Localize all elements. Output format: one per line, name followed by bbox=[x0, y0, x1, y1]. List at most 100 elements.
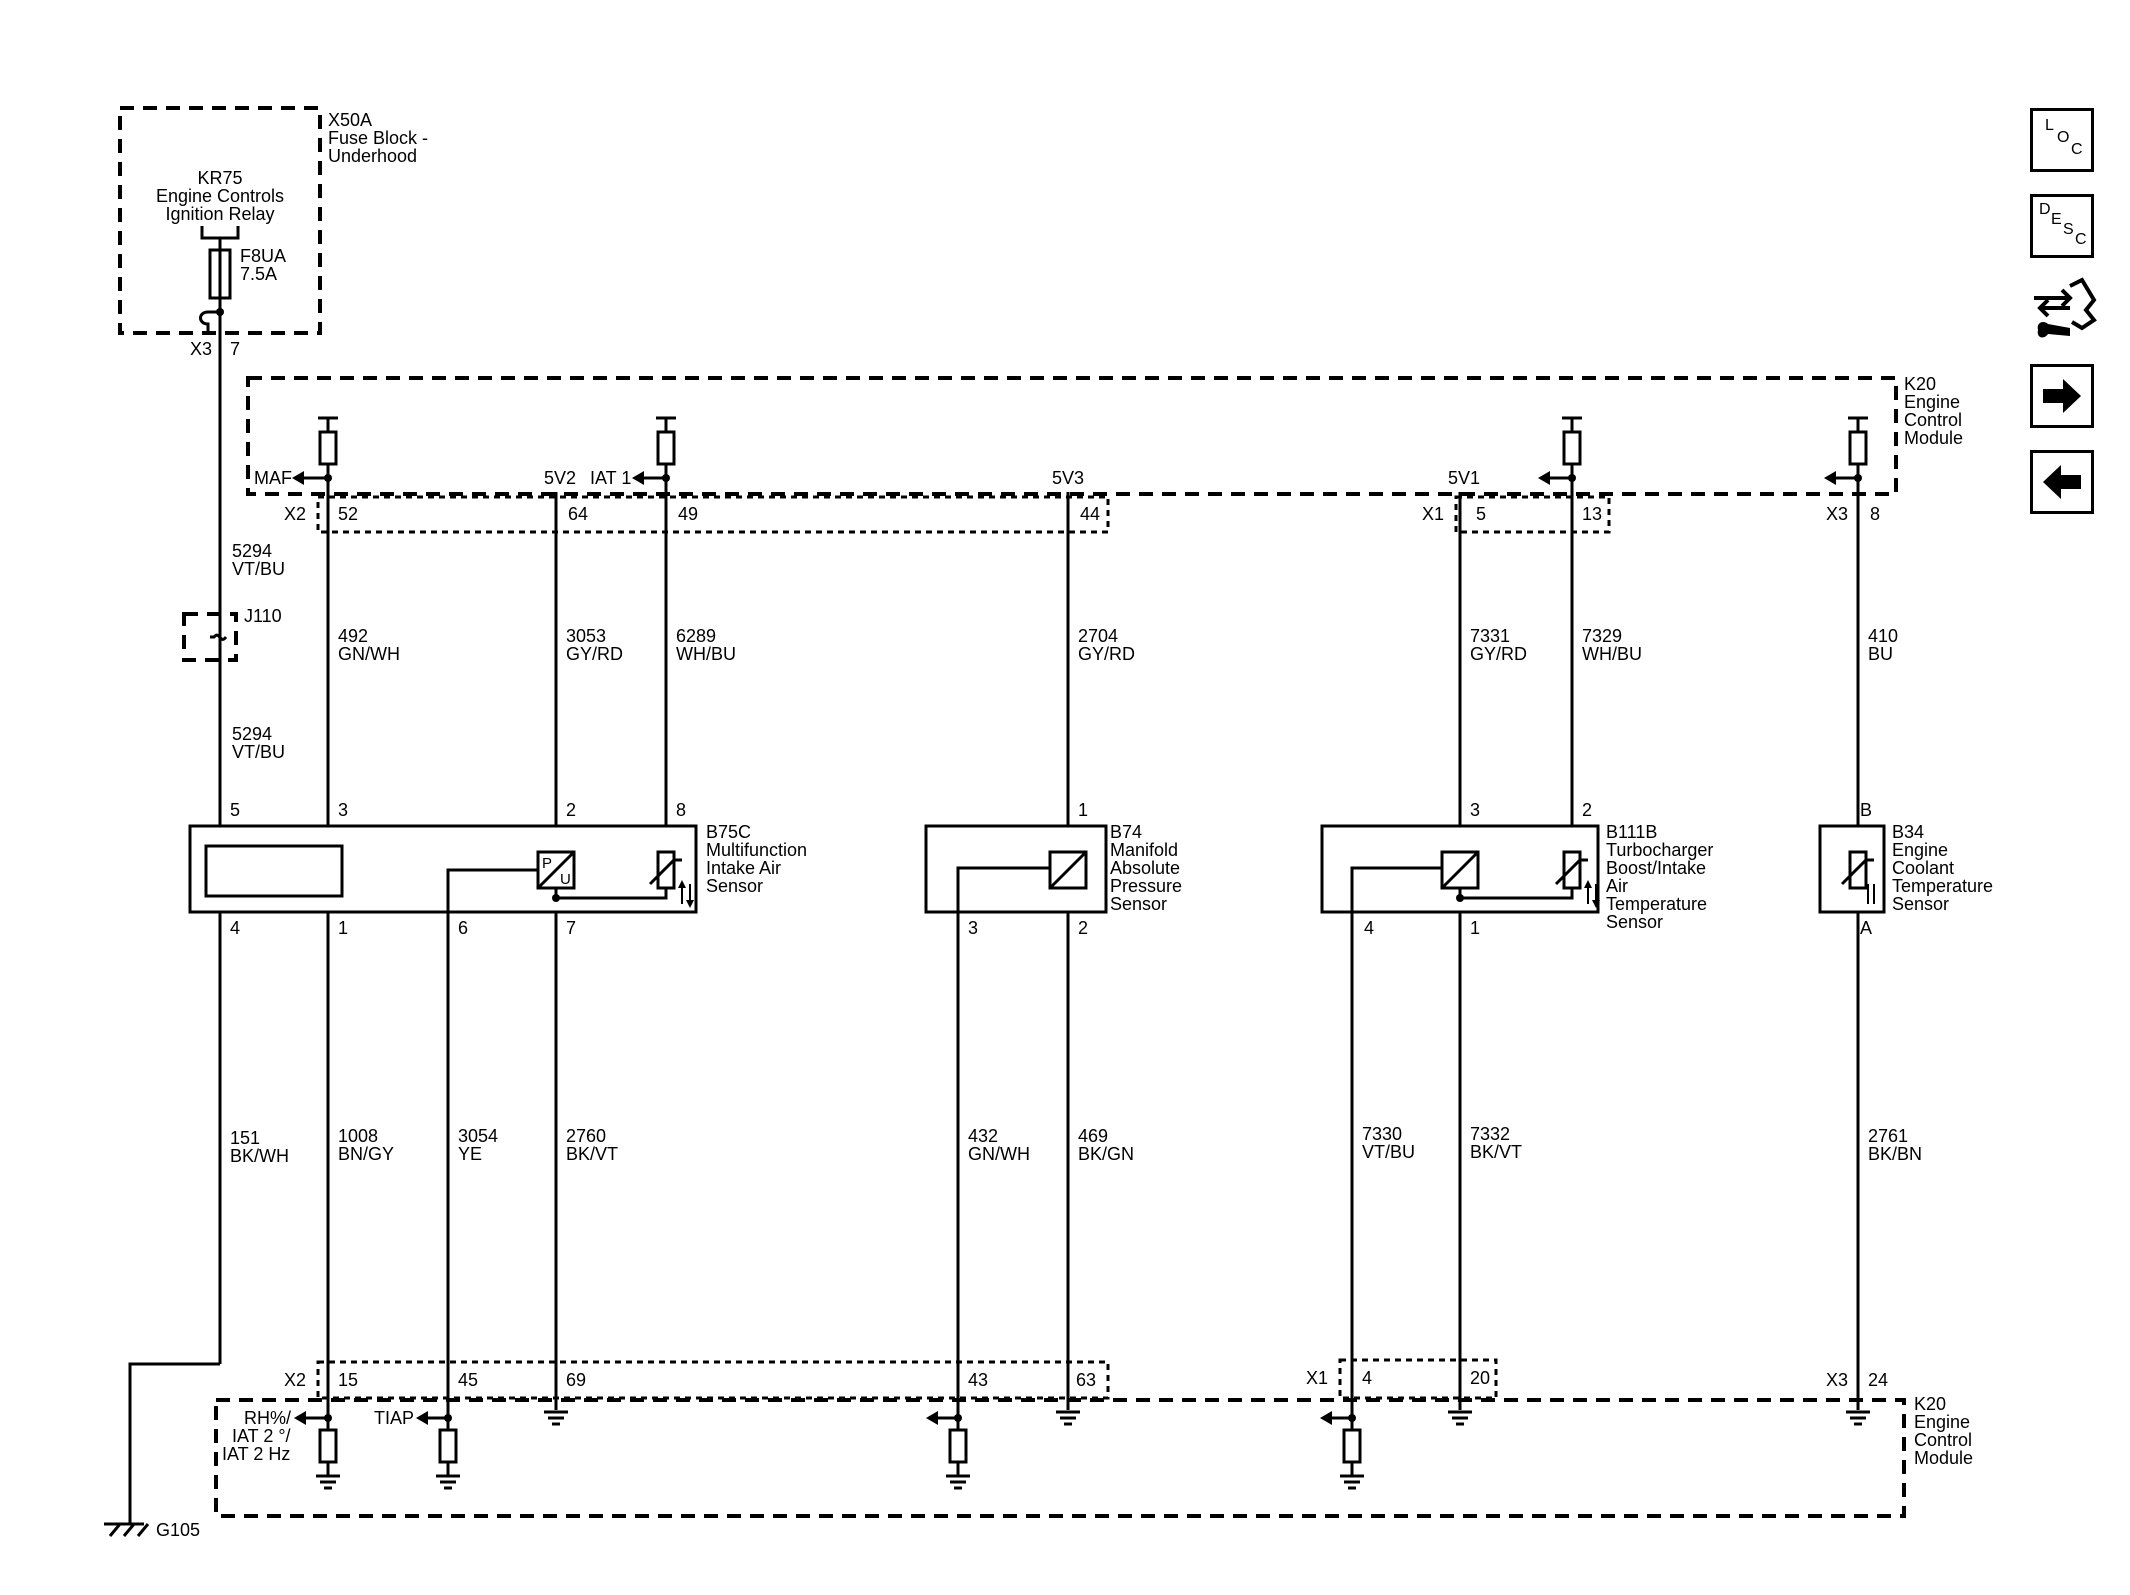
x3-label-top: X3 bbox=[190, 339, 212, 359]
splice-id: J110 bbox=[244, 606, 282, 626]
signal-5v2: 5V2 bbox=[544, 468, 576, 488]
signal-iat2: IAT 2 °/ bbox=[232, 1426, 291, 1446]
pin: 49 bbox=[678, 504, 698, 524]
pin: 3 bbox=[1470, 800, 1480, 820]
wire-color: GY/RD bbox=[566, 644, 623, 664]
b111b-name-2: Boost/Intake bbox=[1606, 858, 1706, 878]
signal-maf: MAF bbox=[254, 468, 292, 488]
b34-name-3: Temperature bbox=[1892, 876, 1993, 896]
wire-color: BK/VT bbox=[566, 1144, 618, 1164]
pullup-maf bbox=[318, 416, 338, 478]
b75c-maf-element bbox=[204, 844, 344, 898]
wire-label: 7331 bbox=[1470, 626, 1510, 646]
fuse-id: F8UA bbox=[240, 246, 286, 266]
ecm-top-outline bbox=[246, 376, 1898, 496]
b111b-name: Turbocharger bbox=[1606, 840, 1713, 860]
pin: 43 bbox=[968, 1370, 988, 1390]
wire-label: 432 bbox=[968, 1126, 998, 1146]
ecm-id-top: K20 bbox=[1904, 374, 1936, 394]
desc-button[interactable]: D E S C bbox=[2030, 194, 2094, 258]
previous-page-button[interactable] bbox=[2030, 450, 2094, 514]
ground-id: G105 bbox=[156, 1520, 200, 1540]
connector-x1-bottom bbox=[1338, 1358, 1498, 1400]
ecm-name-bottom-2: Control bbox=[1914, 1430, 1972, 1450]
x2-label-top: X2 bbox=[284, 504, 306, 524]
wire-label: 6289 bbox=[676, 626, 716, 646]
signal-rh: RH%/ bbox=[244, 1408, 291, 1428]
pin: 2 bbox=[566, 800, 576, 820]
connector-x2-top bbox=[316, 495, 1110, 534]
x3-label-right: X3 bbox=[1826, 504, 1848, 524]
x2-label-bottom: X2 bbox=[284, 1370, 306, 1390]
ecm-name-bottom: Engine bbox=[1914, 1412, 1970, 1432]
wire-label: 1008 bbox=[338, 1126, 378, 1146]
pin: 5 bbox=[230, 800, 240, 820]
relay-contact bbox=[200, 226, 240, 250]
next-page-button[interactable] bbox=[2030, 364, 2094, 428]
connector-x1-top bbox=[1454, 495, 1611, 534]
pin: 13 bbox=[1582, 504, 1602, 524]
pulldown-rh bbox=[294, 1411, 340, 1490]
pin: 2 bbox=[1078, 918, 1088, 938]
pin: 52 bbox=[338, 504, 358, 524]
wire-label: 7330 bbox=[1362, 1124, 1402, 1144]
b34-name: Engine bbox=[1892, 840, 1948, 860]
ecm-name-bottom-3: Module bbox=[1914, 1448, 1973, 1468]
pulldown-map bbox=[926, 1411, 970, 1490]
wire-color: BK/GN bbox=[1078, 1144, 1134, 1164]
wire-color: BU bbox=[1868, 644, 1893, 664]
pin: 2 bbox=[1582, 800, 1592, 820]
wire-color: GN/WH bbox=[968, 1144, 1030, 1164]
wire-color: GN/WH bbox=[338, 644, 400, 664]
b75c-name-3: Sensor bbox=[706, 876, 763, 896]
wire-label: 3054 bbox=[458, 1126, 498, 1146]
b34-id: B34 bbox=[1892, 822, 1924, 842]
signal-5v3: 5V3 bbox=[1052, 468, 1084, 488]
wire-label: 410 bbox=[1868, 626, 1898, 646]
wire-color: VT/BU bbox=[232, 559, 285, 579]
relay-name-2: Ignition Relay bbox=[165, 204, 274, 224]
wire-color: BK/VT bbox=[1470, 1142, 1522, 1162]
connector-wrench-icon[interactable] bbox=[2030, 276, 2100, 346]
loc-l: L bbox=[2045, 117, 2054, 134]
loc-button[interactable]: L O C bbox=[2030, 108, 2094, 172]
desc-e: E bbox=[2051, 211, 2062, 228]
b111b-name-3: Air bbox=[1606, 876, 1628, 896]
ground-63 bbox=[1056, 1410, 1080, 1426]
wire-color: VT/BU bbox=[1362, 1142, 1415, 1162]
pin: 4 bbox=[1364, 918, 1374, 938]
arrow-right-icon bbox=[2043, 379, 2081, 413]
pin: A bbox=[1860, 918, 1872, 938]
ecm-name-top-2: Control bbox=[1904, 410, 1962, 430]
fuse-rating: 7.5A bbox=[240, 264, 277, 284]
desc-d: D bbox=[2039, 201, 2051, 218]
wire-color: WH/BU bbox=[1582, 644, 1642, 664]
pullup-iat1 bbox=[656, 416, 676, 478]
pin: 45 bbox=[458, 1370, 478, 1390]
b111b-id: B111B bbox=[1606, 822, 1657, 842]
pin: 8 bbox=[676, 800, 686, 820]
b111b-name-5: Sensor bbox=[1606, 912, 1663, 932]
wire-color: VT/BU bbox=[232, 742, 285, 762]
fuse-block-name-2: Underhood bbox=[328, 146, 417, 166]
fuse-block-pin bbox=[199, 298, 222, 332]
pin: 6 bbox=[458, 918, 468, 938]
loc-o: O bbox=[2057, 129, 2070, 146]
pin: 4 bbox=[1362, 1368, 1372, 1388]
b111b-name-4: Temperature bbox=[1606, 894, 1707, 914]
b74-name-2: Absolute bbox=[1110, 858, 1180, 878]
pullup-ect bbox=[1848, 416, 1868, 478]
ground-20 bbox=[1448, 1410, 1472, 1426]
x3-pin-7: 7 bbox=[230, 339, 240, 359]
b75c-name: Multifunction bbox=[706, 840, 807, 860]
signal-5v1: 5V1 bbox=[1448, 468, 1480, 488]
b74-name-3: Pressure bbox=[1110, 876, 1182, 896]
b74-name-4: Sensor bbox=[1110, 894, 1167, 914]
ground-69 bbox=[544, 1410, 568, 1426]
wire-color: WH/BU bbox=[676, 644, 736, 664]
wire-label: 469 bbox=[1078, 1126, 1108, 1146]
x1-label-bottom: X1 bbox=[1306, 1368, 1328, 1388]
connector-x2-bottom bbox=[316, 1360, 1110, 1400]
ground-24 bbox=[1846, 1410, 1870, 1426]
b74-name: Manifold bbox=[1110, 840, 1178, 860]
